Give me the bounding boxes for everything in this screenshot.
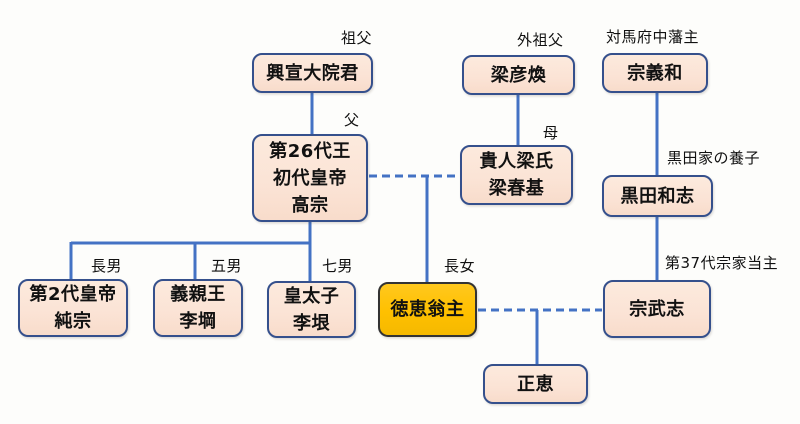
node-maternal-grandfather: 梁彦煥 — [462, 55, 575, 95]
role-label-muneyoshi: 第37代宗家当主 — [665, 254, 779, 272]
role-label-seventh-son: 七男 — [322, 257, 354, 275]
role-label-mother: 母 — [543, 124, 559, 142]
role-label-eldest-son: 長男 — [91, 257, 123, 275]
person-name: 貴人梁氏 梁春基 — [479, 151, 554, 199]
person-name: 第26代王 初代皇帝 高宗 — [269, 140, 351, 216]
node-masae: 正恵 — [483, 364, 588, 404]
person-name: 黒田和志 — [620, 185, 695, 207]
node-muneyoshi: 宗武志 — [603, 280, 711, 338]
node-father: 第26代王 初代皇帝 高宗 — [252, 134, 368, 222]
person-name: 第2代皇帝 純宗 — [29, 284, 117, 332]
role-label-kuroda: 黒田家の養子 — [667, 149, 761, 167]
node-eldest-son: 第2代皇帝 純宗 — [18, 279, 128, 337]
node-kuroda: 黒田和志 — [602, 175, 713, 217]
node-grandfather: 興宣大院君 — [252, 53, 373, 93]
person-name: 梁彦煥 — [490, 64, 547, 86]
person-name: 義親王 李堈 — [170, 284, 226, 332]
node-tsushima-lord: 宗義和 — [602, 53, 708, 93]
person-name: 興宣大院君 — [266, 62, 359, 84]
person-name: 徳恵翁主 — [390, 299, 465, 320]
node-mother: 貴人梁氏 梁春基 — [460, 145, 573, 205]
role-label-father: 父 — [344, 111, 360, 129]
person-name: 宗義和 — [627, 62, 683, 84]
role-label-deokhye: 長女 — [444, 257, 476, 275]
role-label-tsushima-lord: 対馬府中藩主 — [606, 28, 700, 46]
person-name: 正恵 — [517, 373, 554, 395]
node-fifth-son: 義親王 李堈 — [153, 279, 243, 337]
role-label-maternal-grandfather: 外祖父 — [517, 31, 564, 49]
role-label-grandfather: 祖父 — [341, 29, 373, 47]
person-name: 皇太子 李垠 — [283, 285, 340, 334]
role-label-fifth-son: 五男 — [211, 257, 243, 275]
node-deokhye: 徳恵翁主 — [378, 282, 477, 337]
node-seventh-son: 皇太子 李垠 — [267, 281, 356, 338]
person-name: 宗武志 — [629, 298, 685, 320]
